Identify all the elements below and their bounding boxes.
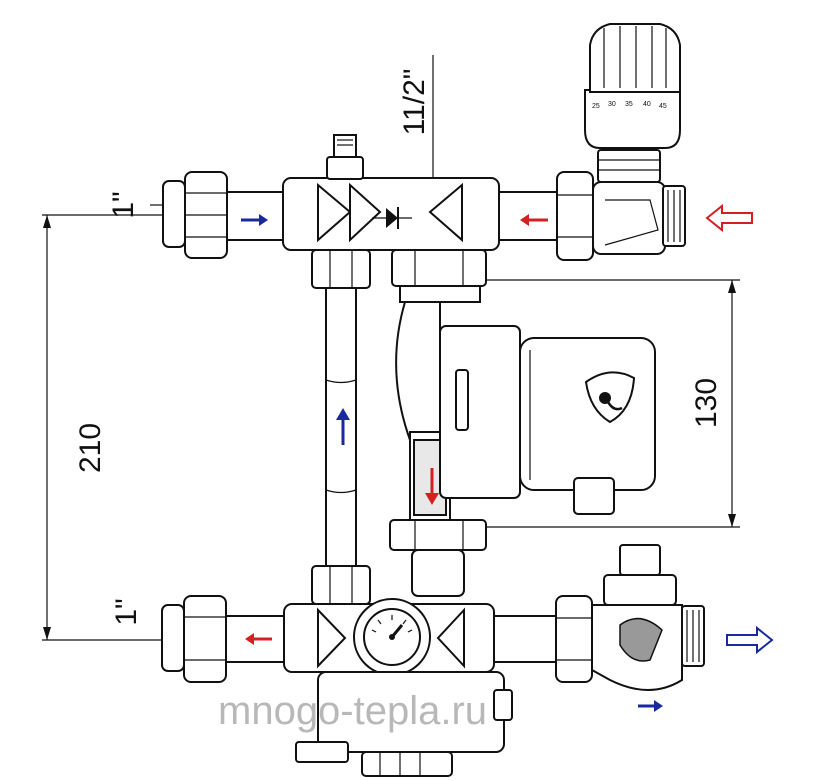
dim-210-label: 210 <box>74 423 107 473</box>
bottom-1inch-label: 1" <box>110 598 143 625</box>
pressure-gauge <box>353 598 431 676</box>
dimension-top-1inch: 1" <box>107 191 162 219</box>
bottom-right-union <box>555 595 593 683</box>
return-valve <box>591 544 705 691</box>
dimension-bottom-1inch: 1" <box>110 598 143 625</box>
bypass-up-arrow-icon <box>336 408 350 445</box>
bottom-left-flow-arrow-icon <box>245 633 272 645</box>
mixing-valve-body <box>295 671 513 777</box>
scale-40: 40 <box>643 101 651 108</box>
scale-25: 25 <box>592 103 600 110</box>
dimension-riser: 11/2" <box>398 55 434 205</box>
pump-motor <box>439 325 656 515</box>
bottom-right-flow-arrow-icon <box>638 700 663 712</box>
scale-35: 35 <box>625 101 633 108</box>
pump-volute <box>395 301 451 521</box>
bypass-pipe <box>325 287 357 567</box>
dimension-130: 130 <box>485 279 740 528</box>
top-1inch-label: 1" <box>107 191 140 218</box>
pump-outlet-pipe <box>411 549 465 597</box>
shield-logo-icon <box>584 371 636 424</box>
supply-inlet-arrow-icon <box>705 203 753 233</box>
watermark: mnogo-tepla.ru <box>218 689 487 733</box>
bottom-right-pipe <box>493 615 557 663</box>
diode-symbol-icon <box>372 207 412 229</box>
lower-pump-nut <box>389 519 487 551</box>
riser-thread-label: 11/2" <box>398 69 431 136</box>
thermostat-head: 25 30 35 40 45 <box>584 23 681 149</box>
scale-45: 45 <box>659 103 667 110</box>
top-right-flow-arrow-icon <box>520 214 548 226</box>
top-right-union <box>556 171 594 261</box>
top-left-union <box>162 171 228 259</box>
return-outlet-arrow-icon <box>726 625 774 655</box>
upper-left-fitting <box>311 249 371 289</box>
thermostatic-valve <box>592 149 686 255</box>
top-left-pipe <box>226 191 284 241</box>
top-left-flow-arrow-icon <box>241 214 268 226</box>
pump-down-arrow-icon <box>425 468 439 505</box>
scale-30: 30 <box>608 101 616 108</box>
air-vent <box>326 134 364 180</box>
dim-130-label: 130 <box>690 378 723 428</box>
bottom-left-union <box>161 595 227 683</box>
lower-left-fitting <box>311 565 371 605</box>
pump-neck <box>399 285 481 303</box>
dimension-210: 210 <box>42 214 180 641</box>
upper-pump-nut <box>391 249 487 287</box>
